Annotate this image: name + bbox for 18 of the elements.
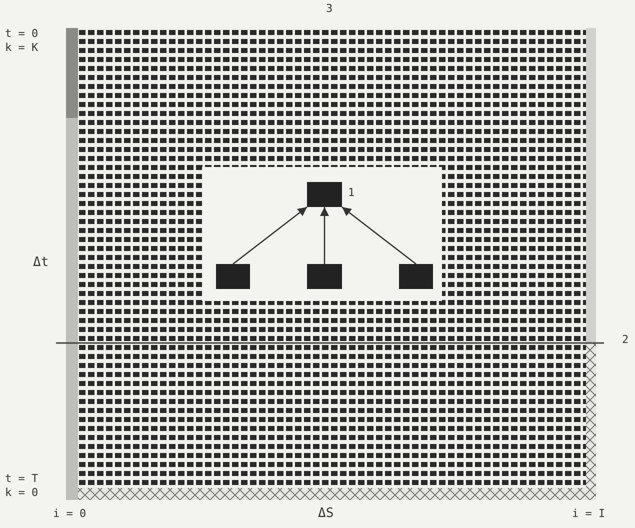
line-number: 2 [622, 334, 629, 346]
index-label: i = 0 [53, 508, 86, 520]
arrow [342, 206, 416, 265]
time-label: t = 0 [5, 28, 38, 40]
index-label: i = I [572, 508, 606, 520]
square-node [307, 182, 342, 207]
square-node [307, 264, 342, 289]
time-label: t = T [5, 473, 38, 485]
step-label: ΔS [318, 508, 334, 520]
arrow [320, 207, 330, 264]
callout-number: 1 [348, 187, 355, 199]
square-node [216, 264, 250, 289]
index-label: k = 0 [5, 487, 38, 499]
arrow [232, 206, 308, 265]
column-number: 3 [326, 3, 333, 15]
square-node [399, 264, 433, 289]
index-label: k = K [5, 42, 38, 54]
step-label: Δt [33, 257, 49, 269]
